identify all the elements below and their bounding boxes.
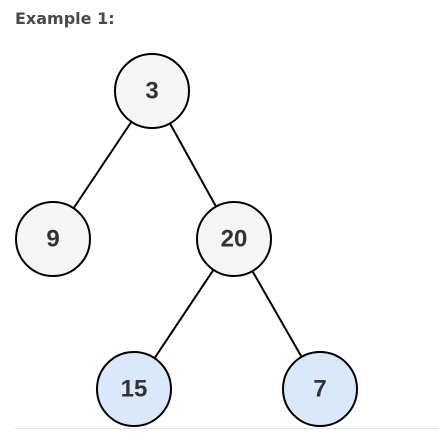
tree-node-label: 7 (313, 376, 326, 403)
tree-node-3: 3 (114, 53, 190, 129)
tree-node-label: 9 (46, 226, 59, 253)
tree-node-circle (282, 351, 358, 427)
tree-node-label: 15 (121, 376, 148, 403)
tree-node-circle (15, 201, 91, 277)
tree-edge-3-9 (72, 121, 133, 209)
tree-edge-20-7 (251, 270, 303, 358)
tree-edge-20-15 (153, 269, 215, 359)
tree-edge-3-20 (169, 122, 217, 208)
tree-node-15: 15 (96, 351, 172, 427)
tree-node-label: 20 (221, 226, 248, 253)
divider (15, 428, 439, 429)
tree-node-20: 20 (196, 201, 272, 277)
tree-node-label: 3 (145, 78, 158, 105)
tree-node-9: 9 (15, 201, 91, 277)
tree-node-7: 7 (282, 351, 358, 427)
example-heading: Example 1: (15, 9, 115, 28)
tree-nodes: 3 9 20 15 7 (15, 53, 358, 427)
tree-node-circle (114, 53, 190, 129)
tree-node-circle (196, 201, 272, 277)
tree-node-circle (96, 351, 172, 427)
tree-edges (72, 121, 303, 359)
